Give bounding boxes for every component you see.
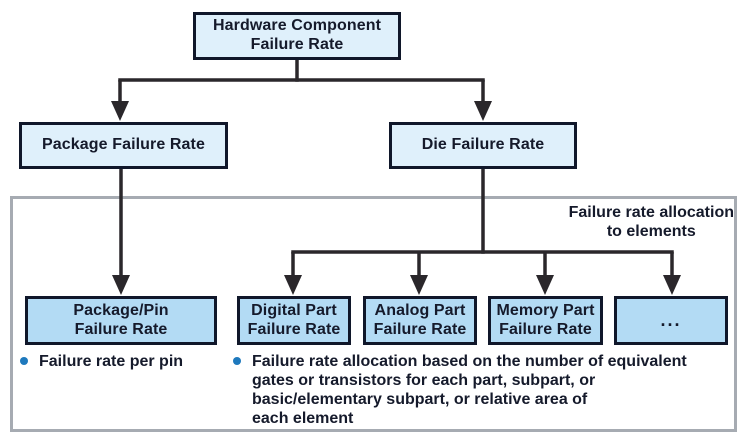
node-label-line: Hardware Component [212,17,382,35]
node-other-elements-ellipsis: ... [614,296,728,345]
bullet-failure-rate-allocation: Failure rate allocation based on the num… [233,352,687,428]
node-label-line: Digital Part [251,301,337,319]
bullet-dot-icon [233,357,241,365]
node-label-line: Package/Pin [73,301,169,319]
node-package-failure-rate: Package Failure Rate [19,122,228,169]
node-package-pin-failure-rate: Package/Pin Failure Rate [25,296,217,345]
arrowhead-die [474,101,492,121]
allocation-note-line: Failure rate allocation [568,204,734,221]
allocation-note-line: to elements [606,223,696,240]
node-die-failure-rate: Die Failure Rate [389,122,577,169]
node-label-line: Package Failure Rate [42,136,205,154]
bullet-text-line: Failure rate allocation based on the num… [252,353,687,370]
node-label-line: Failure Rate [74,320,168,338]
bullet-text-line: basic/elementary subpart, or relative ar… [252,391,588,408]
arrowhead-package [111,101,129,121]
allocation-note: Failure rate allocation to elements [569,203,734,241]
node-digital-part-failure-rate: Digital Part Failure Rate [237,296,351,345]
node-label-line: Memory Part [496,301,595,319]
node-label-line: Die Failure Rate [421,136,545,154]
node-hardware-component-failure-rate: Hardware Component Failure Rate [193,12,401,60]
node-label-line: Analog Part [374,301,466,319]
bullet-text: Failure rate per pin [39,353,184,370]
bullet-failure-rate-per-pin: Failure rate per pin [20,352,183,371]
bullet-text-block: Failure rate allocation based on the num… [252,352,687,428]
bullet-dot-icon [20,357,28,365]
node-memory-part-failure-rate: Memory Part Failure Rate [488,296,603,345]
node-label-line: ... [660,309,682,330]
node-label-line: Failure Rate [250,36,344,53]
node-label-line: Failure Rate [499,320,592,338]
bullet-text-line: each element [252,410,354,427]
node-label-line: Failure Rate [247,320,341,338]
node-label-line: Failure Rate [373,320,467,338]
bullet-text-line: gates or transistors for each part, subp… [252,372,596,389]
node-analog-part-failure-rate: Analog Part Failure Rate [363,296,477,345]
